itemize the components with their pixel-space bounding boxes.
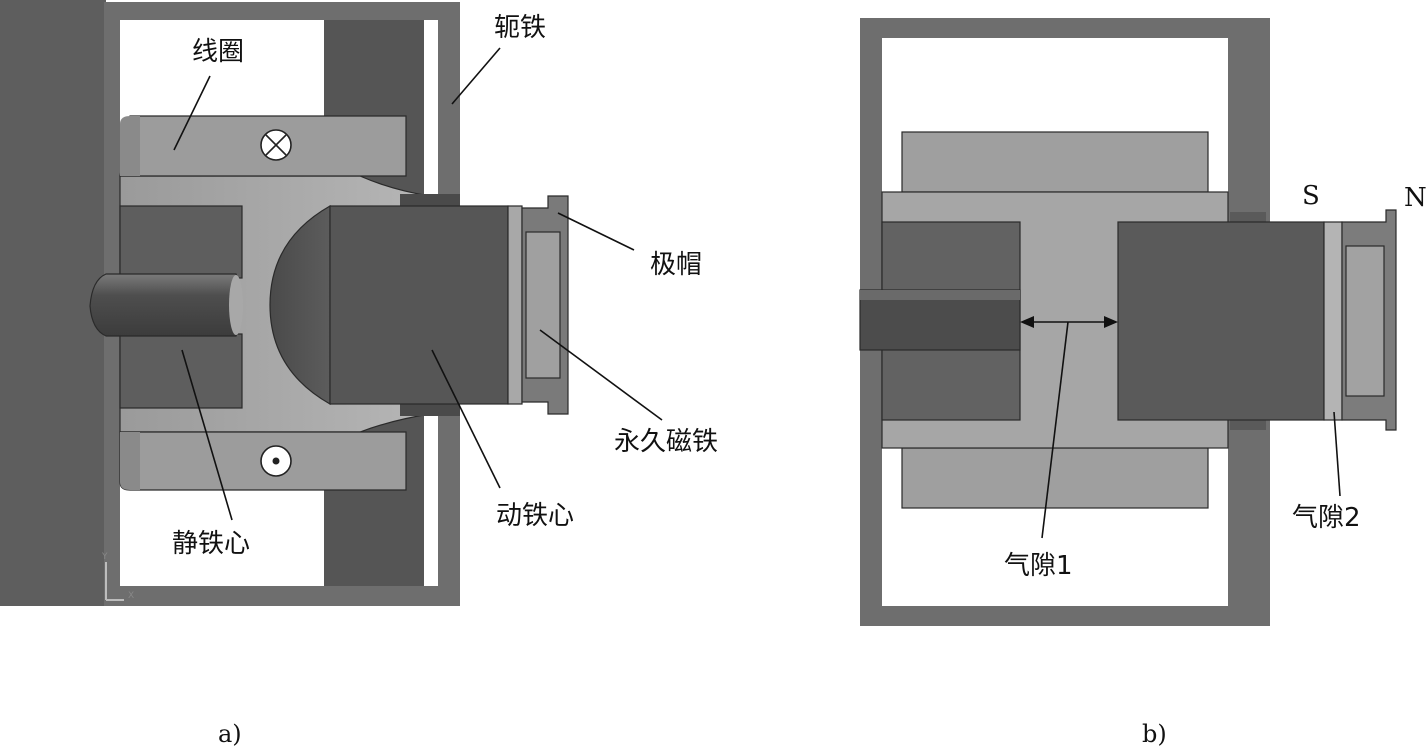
collar-lower-b	[1230, 418, 1266, 430]
static-core-upper	[119, 205, 243, 279]
static-core-lower	[119, 333, 243, 409]
yoke-label: 轭铁	[494, 13, 546, 43]
static-core-shaft	[89, 273, 243, 337]
upper-coil-b	[901, 131, 1209, 193]
north-pole-label: N	[1404, 183, 1427, 213]
moving-core-dome	[269, 204, 331, 406]
air-gap-2-label: 气隙2	[1292, 503, 1361, 533]
caption-b: b)	[1142, 720, 1167, 748]
axis-y-label: Y	[101, 552, 108, 562]
moving-core-label: 动铁心	[496, 501, 574, 531]
lower-coil-b	[901, 447, 1209, 509]
south-pole-label: S	[1302, 181, 1320, 211]
gap-strip-a	[507, 205, 523, 405]
panel-b: S N 气隙1 气隙2 b)	[859, 18, 1427, 748]
collar-upper-b	[1230, 212, 1266, 224]
permanent-magnet-label: 永久磁铁	[614, 427, 718, 457]
moving-core-b	[1117, 221, 1325, 421]
permanent-magnet	[525, 231, 561, 379]
coil-label: 线圈	[192, 37, 244, 67]
caption-a: a)	[218, 720, 242, 748]
current-into-page-icon	[260, 129, 292, 161]
mounting-plate	[0, 0, 106, 606]
static-core-label: 静铁心	[172, 529, 250, 559]
air-gap-1-label: 气隙1	[1004, 551, 1073, 581]
permanent-magnet-b	[1345, 245, 1385, 397]
current-out-of-page-icon	[260, 445, 292, 477]
pole-cap-label: 极帽	[650, 250, 702, 280]
guide-ring-lower	[400, 402, 460, 416]
air-gap-2-strip	[1323, 221, 1343, 421]
panel-a: Y X 线圈 轭铁 极帽 永久磁铁 动铁心 静铁心 a)	[0, 0, 718, 748]
air-gap-1-arrow	[1020, 316, 1118, 328]
guide-ring-upper	[400, 194, 460, 208]
moving-core	[329, 205, 509, 405]
axis-x-label: X	[128, 591, 134, 601]
axis-triad-icon: Y X	[101, 552, 134, 601]
